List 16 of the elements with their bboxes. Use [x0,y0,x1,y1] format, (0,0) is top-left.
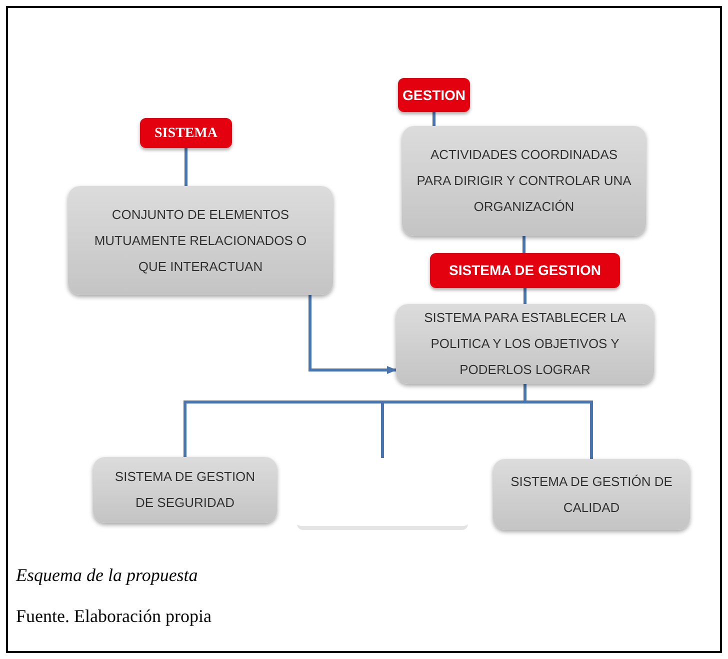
arrow [308,295,397,374]
connector-line [524,288,526,304]
process-box: SISTEMA DE GESTIÓN DE CALIDAD [493,459,690,530]
process-box: CONJUNTO DE ELEMENTOS MUTUAMENTE RELACIONADOS O QUE INTERACTUAN [68,186,333,295]
connector-line [522,236,526,253]
title-box: GESTION [398,78,470,112]
process-box: SISTEMA PARA ESTABLECER LA POLITICA Y LOS OBJETIVOS Y PODERLOS LOGRAR [396,304,654,384]
process-box: SISTEMA DE GESTION DE SEGURIDAD [93,457,277,523]
title-box: SISTEMA [140,118,232,148]
source-note: Fuente. Elaboración propia [16,605,212,628]
connector-line [184,148,188,186]
connector-line [432,112,436,126]
title-box: SISTEMA DE GESTION [430,253,620,288]
caption: Esquema de la propuesta [16,564,198,587]
connector-line [524,384,593,459]
process-box: ACTIVIDADES COORDINADAS PARA DIRIGIR Y CONTROLAR UNA ORGANIZACIÓN [402,126,646,236]
